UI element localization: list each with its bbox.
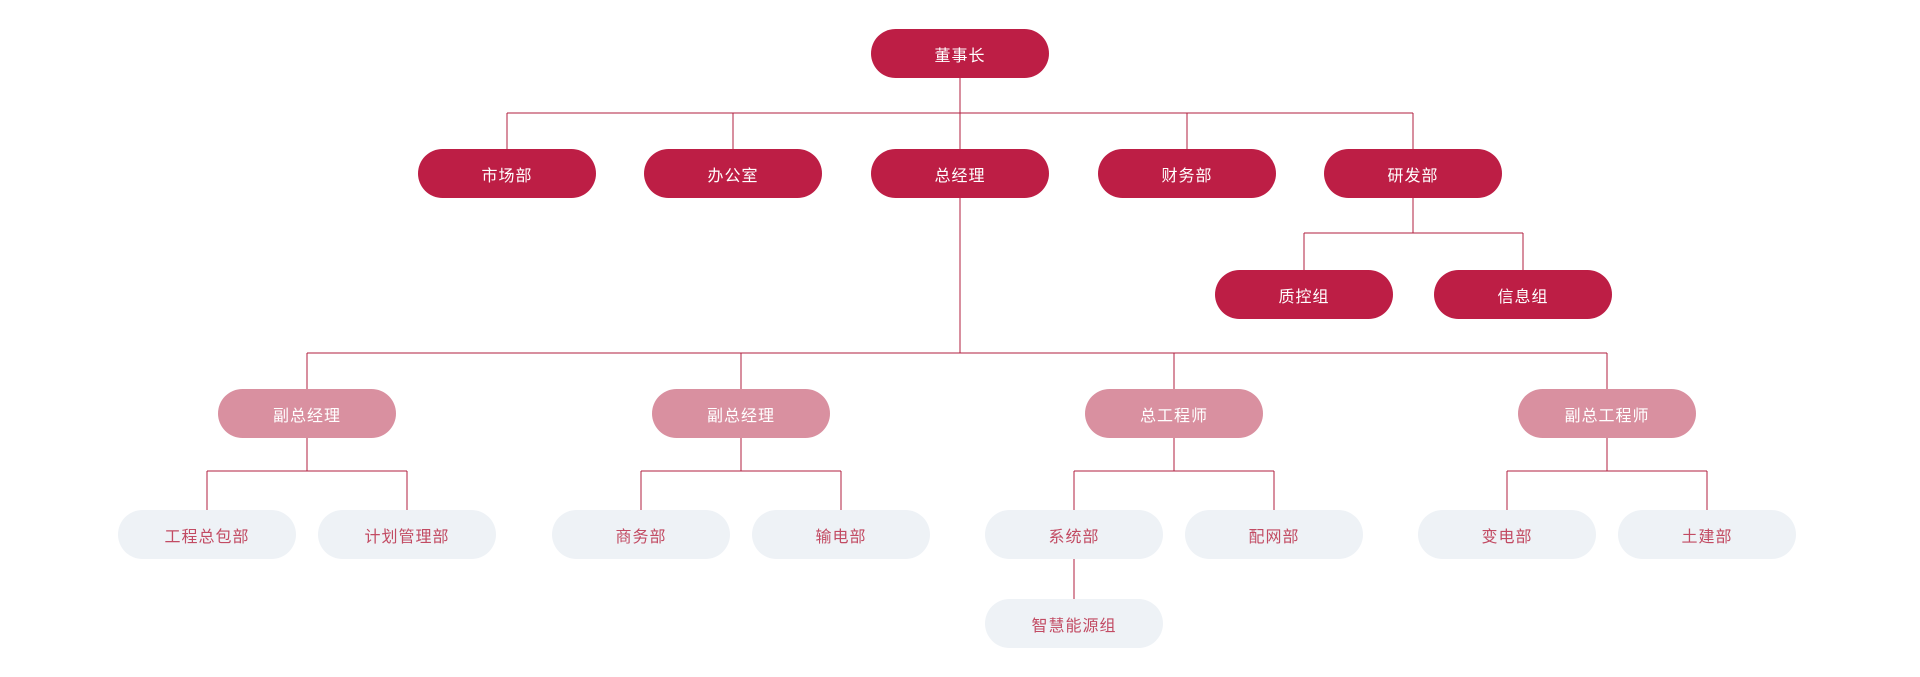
node-distribution-network-dept: 配网部 [1185,510,1363,559]
edges-chairman-children [506,78,1414,149]
node-general-manager: 总经理 [871,149,1049,198]
node-information-group: 信息组 [1434,270,1612,319]
node-office: 办公室 [644,149,822,198]
node-smart-energy-group: 智慧能源组 [985,599,1163,648]
node-power-transmission-dept: 输电部 [752,510,930,559]
node-rnd-dept: 研发部 [1324,149,1502,198]
node-chairman: 董事长 [871,29,1049,78]
node-system-dept: 系统部 [985,510,1163,559]
node-chief-engineer: 总工程师 [1085,389,1263,438]
node-deputy-general-manager-2: 副总经理 [652,389,830,438]
edges-deputy-gm-2-children [640,438,842,510]
node-commerce-dept: 商务部 [552,510,730,559]
edges-deputy-gm-1-children [206,438,408,510]
node-deputy-chief-engineer: 副总工程师 [1518,389,1696,438]
edges-rnd-children [1303,198,1524,270]
node-finance-dept: 财务部 [1098,149,1276,198]
node-epc-dept: 工程总包部 [118,510,296,559]
node-planning-management-dept: 计划管理部 [318,510,496,559]
node-marketing-dept: 市场部 [418,149,596,198]
edges-deputy-chief-engineer-children [1506,438,1708,510]
node-substation-dept: 变电部 [1418,510,1596,559]
edges-general-manager-children [306,198,1608,389]
node-quality-control-group: 质控组 [1215,270,1393,319]
node-deputy-general-manager-1: 副总经理 [218,389,396,438]
edges-chief-engineer-children [1073,438,1275,510]
node-civil-engineering-dept: 土建部 [1618,510,1796,559]
